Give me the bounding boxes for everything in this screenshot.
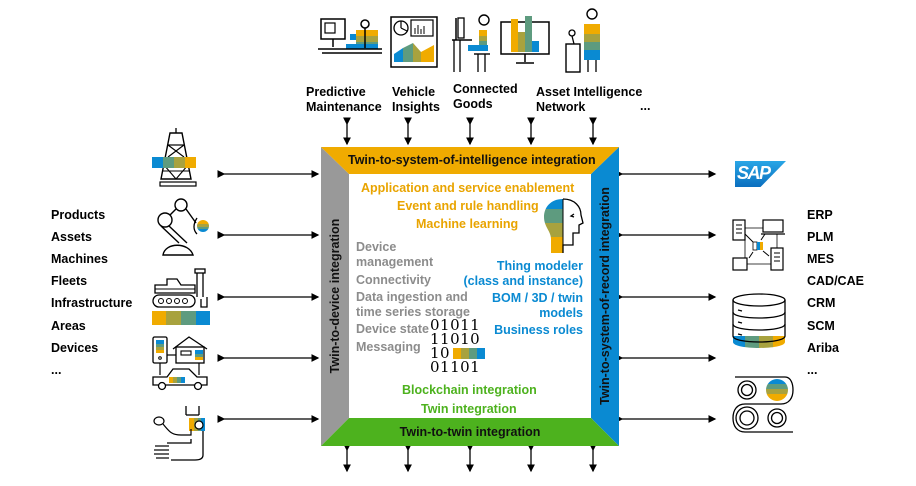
left-list-item: ... bbox=[51, 363, 62, 377]
left-list-item: Machines bbox=[51, 252, 108, 266]
dashboard-chart-icon bbox=[390, 16, 438, 68]
capability-business-roles: Business roles bbox=[494, 323, 583, 337]
frame-right-label: Twin-to-system-of-record integration bbox=[598, 187, 612, 405]
capability-event-rule-handling: Event and rule handling bbox=[397, 199, 539, 213]
right-list-item: CAD/CAE bbox=[807, 274, 864, 288]
ai-head-icon bbox=[544, 198, 584, 253]
frame-bottom-label: Twin-to-twin integration bbox=[399, 425, 541, 439]
right-list-item: CRM bbox=[807, 296, 836, 310]
capability-connectivity: Connectivity bbox=[356, 273, 432, 287]
bottom-arrows bbox=[343, 443, 597, 473]
right-list-item: PLM bbox=[807, 230, 834, 244]
blood-pressure-icon bbox=[153, 406, 205, 461]
capability-device-state: Device state bbox=[356, 322, 429, 336]
left-list-item: Infrastructure bbox=[51, 296, 133, 310]
left-list-item: Fleets bbox=[51, 274, 88, 288]
capability-blockchain-integration: Blockchain integration bbox=[402, 383, 537, 397]
capability-app-service-enablement: Application and service enablement bbox=[361, 181, 575, 195]
app-label-connected-goods: Connected Goods bbox=[453, 82, 518, 111]
person-at-desk-icon bbox=[452, 14, 490, 72]
right-list-item: Ariba bbox=[807, 341, 839, 355]
right-list-item: ERP bbox=[807, 208, 833, 222]
capability-twin-integration: Twin integration bbox=[421, 402, 517, 416]
capability-data-ingestion-2: time series storage bbox=[356, 305, 470, 319]
frame-top-label: Twin-to-system-of-intelligence integrati… bbox=[348, 153, 596, 167]
desktop-worker-icon bbox=[318, 18, 382, 54]
smart-home-car-icon bbox=[152, 336, 208, 391]
capability-thing-modeler-2: (class and instance) bbox=[463, 274, 584, 288]
frame-left-label: Twin-to-device integration bbox=[328, 218, 342, 374]
capability-bom-3d-twin-2: models bbox=[539, 306, 583, 320]
capability-device-management-2: management bbox=[356, 255, 434, 269]
database-icon bbox=[732, 293, 786, 348]
capability-messaging: Messaging bbox=[356, 340, 421, 354]
frame-bottom-bar bbox=[321, 418, 619, 446]
capability-bom-3d-twin-1: BOM / 3D / twin bbox=[492, 291, 583, 305]
excavator-icon bbox=[152, 268, 210, 325]
frame-top-bar bbox=[321, 147, 619, 174]
left-arrows bbox=[217, 170, 320, 423]
left-list-item: Areas bbox=[51, 319, 86, 333]
conveyor-icon bbox=[732, 376, 794, 433]
presenter-icon bbox=[565, 8, 600, 73]
capability-data-ingestion-1: Data ingestion and bbox=[356, 290, 468, 304]
left-list-item: Assets bbox=[51, 230, 92, 244]
network-systems-icon bbox=[732, 219, 785, 271]
capability-machine-learning: Machine learning bbox=[416, 217, 519, 231]
top-ellipsis: ... bbox=[640, 99, 651, 113]
right-arrows bbox=[615, 170, 717, 423]
monitor-bar-chart-icon bbox=[500, 16, 550, 64]
app-label-predictive-maintenance: Predictive Maintenance bbox=[306, 85, 382, 114]
frame-left-bar bbox=[321, 147, 349, 446]
oil-rig-icon bbox=[152, 128, 197, 187]
right-list-item: ... bbox=[807, 363, 818, 377]
binary-data-icon: 01011 11010 10 01101 bbox=[430, 318, 485, 375]
capability-device-management-1: Device bbox=[356, 240, 397, 254]
app-label-asset-intelligence-network: Asset Intelligence Network bbox=[536, 85, 643, 114]
right-list-item: MES bbox=[807, 252, 835, 266]
frame-right-bar bbox=[591, 147, 619, 446]
app-label-vehicle-insights: Vehicle Insights bbox=[392, 85, 440, 114]
left-list-item: Devices bbox=[51, 341, 99, 355]
left-list-item: Products bbox=[51, 208, 106, 222]
right-list-item: SCM bbox=[807, 319, 835, 333]
robot-arm-icon bbox=[157, 198, 209, 256]
top-arrows bbox=[343, 117, 597, 146]
capability-thing-modeler-1: Thing modeler bbox=[496, 259, 583, 273]
